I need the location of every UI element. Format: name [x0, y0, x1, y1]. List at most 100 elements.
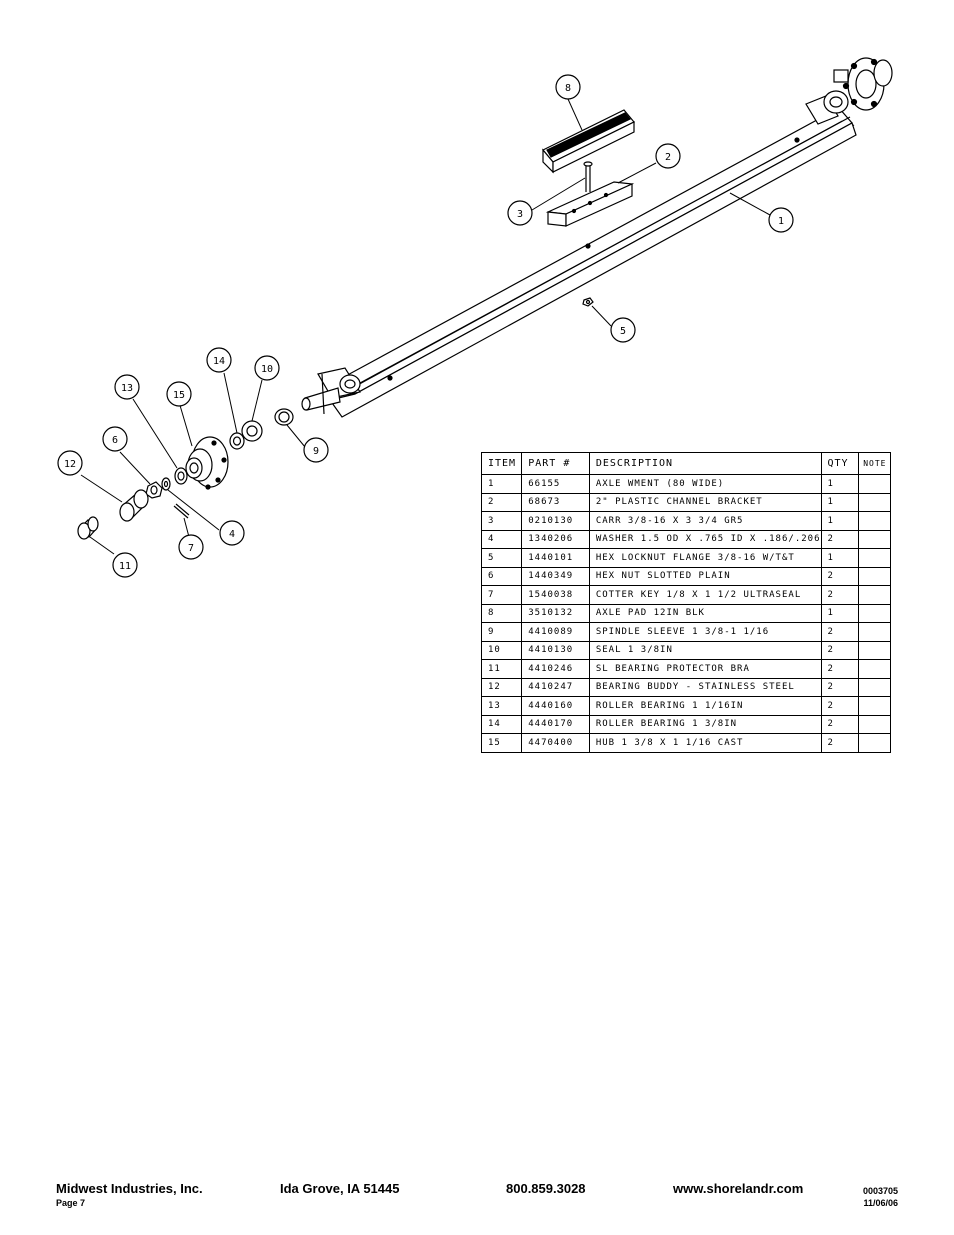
footer-website: www.shorelandr.com — [673, 1181, 804, 1196]
cell-note — [858, 659, 891, 679]
cell-qty: 2 — [820, 696, 860, 716]
exploded-axle-diagram: 1 2 3 4 5 6 7 8 9 10 11 12 — [57, 57, 893, 578]
header-description: DESCRIPTION — [588, 452, 822, 475]
cell-description: AXLE PAD 12IN BLK — [588, 603, 822, 623]
cell-qty: 2 — [820, 640, 860, 660]
cell-item: 14 — [480, 714, 523, 734]
footer-phone: 800.859.3028 — [506, 1181, 586, 1196]
cell-part-number: 4410089 — [521, 622, 590, 642]
callout-13: 13 — [114, 374, 140, 400]
svg-text:3: 3 — [517, 209, 523, 220]
cell-note — [858, 677, 891, 697]
cell-item: 11 — [480, 659, 523, 679]
cell-item: 7 — [480, 585, 523, 605]
callout-15: 15 — [166, 381, 192, 407]
roller-bearing-small — [174, 467, 188, 485]
cell-part-number: 1340206 — [521, 529, 590, 549]
hex-locknut — [582, 297, 594, 307]
cell-item: 13 — [480, 696, 523, 716]
svg-text:14: 14 — [213, 356, 225, 367]
cell-item: 6 — [480, 566, 523, 586]
cell-item: 15 — [480, 733, 523, 753]
cell-note — [858, 585, 891, 605]
channel-bracket — [545, 181, 635, 227]
cell-qty: 2 — [820, 566, 860, 586]
cell-note — [858, 714, 891, 734]
cell-description: BEARING BUDDY - STAINLESS STEEL — [588, 677, 822, 697]
footer-location: Ida Grove, IA 51445 — [280, 1181, 400, 1196]
svg-text:9: 9 — [313, 446, 319, 457]
cell-note — [858, 733, 891, 753]
cell-qty: 2 — [820, 733, 860, 753]
cell-qty: 1 — [820, 548, 860, 568]
cell-note — [858, 511, 891, 531]
cell-note — [858, 696, 891, 716]
cell-description: HEX NUT SLOTTED PLAIN — [588, 566, 822, 586]
callout-5: 5 — [610, 317, 636, 343]
callout-12: 12 — [57, 450, 83, 476]
table-header-row: ITEM PART # DESCRIPTION QTY NOTE — [480, 452, 891, 475]
cell-item: 9 — [480, 622, 523, 642]
cell-description: CARR 3/8-16 X 3 3/4 GR5 — [588, 511, 822, 531]
roller-bearing-large — [229, 432, 245, 450]
cell-qty: 2 — [820, 659, 860, 679]
left-spindle — [301, 367, 361, 415]
callout-14: 14 — [206, 347, 232, 373]
cell-description: SPINDLE SLEEVE 1 3/8-1 1/16 — [588, 622, 822, 642]
svg-text:15: 15 — [173, 390, 185, 401]
callout-3: 3 — [507, 200, 533, 226]
cell-qty: 2 — [820, 529, 860, 549]
cell-description: HUB 1 3/8 X 1 1/16 CAST — [588, 733, 822, 753]
callout-7: 7 — [178, 534, 204, 560]
cell-note — [858, 640, 891, 660]
callout-10: 10 — [254, 355, 280, 381]
cell-description: ROLLER BEARING 1 3/8IN — [588, 714, 822, 734]
cell-description: AXLE WMENT (80 WIDE) — [588, 474, 822, 494]
cell-description: HEX LOCKNUT FLANGE 3/8-16 W/T&T — [588, 548, 822, 568]
seal — [241, 420, 263, 442]
svg-text:1: 1 — [778, 216, 784, 227]
cell-description: COTTER KEY 1/8 X 1 1/2 ULTRASEAL — [588, 585, 822, 605]
callout-2: 2 — [655, 143, 681, 169]
cell-item: 12 — [480, 677, 523, 697]
cell-part-number: 1540038 — [521, 585, 590, 605]
svg-text:7: 7 — [188, 543, 194, 554]
cell-note — [858, 622, 891, 642]
svg-text:11: 11 — [119, 561, 131, 572]
cell-qty: 1 — [820, 492, 860, 512]
callout-8: 8 — [555, 74, 581, 100]
cell-note — [858, 474, 891, 494]
callout-4: 4 — [219, 520, 245, 546]
cell-qty: 2 — [820, 677, 860, 697]
cell-note — [858, 548, 891, 568]
cell-part-number: 4410246 — [521, 659, 590, 679]
washer — [161, 477, 171, 491]
cell-qty: 2 — [820, 585, 860, 605]
footer-page-number: Page 7 — [56, 1198, 86, 1208]
axle-tube — [328, 107, 857, 418]
cell-part-number: 0210130 — [521, 511, 590, 531]
header-part-number: PART # — [521, 452, 590, 475]
svg-text:12: 12 — [64, 459, 76, 470]
leader-lines — [80, 98, 771, 555]
footer-doc-number: 0003705 — [862, 1186, 898, 1196]
cell-item: 8 — [480, 603, 523, 623]
cell-description: SEAL 1 3/8IN — [588, 640, 822, 660]
cell-part-number: 4410247 — [521, 677, 590, 697]
right-hub-assembly — [805, 57, 893, 125]
cell-qty: 1 — [820, 474, 860, 494]
svg-text:8: 8 — [565, 83, 571, 94]
svg-text:13: 13 — [121, 383, 133, 394]
